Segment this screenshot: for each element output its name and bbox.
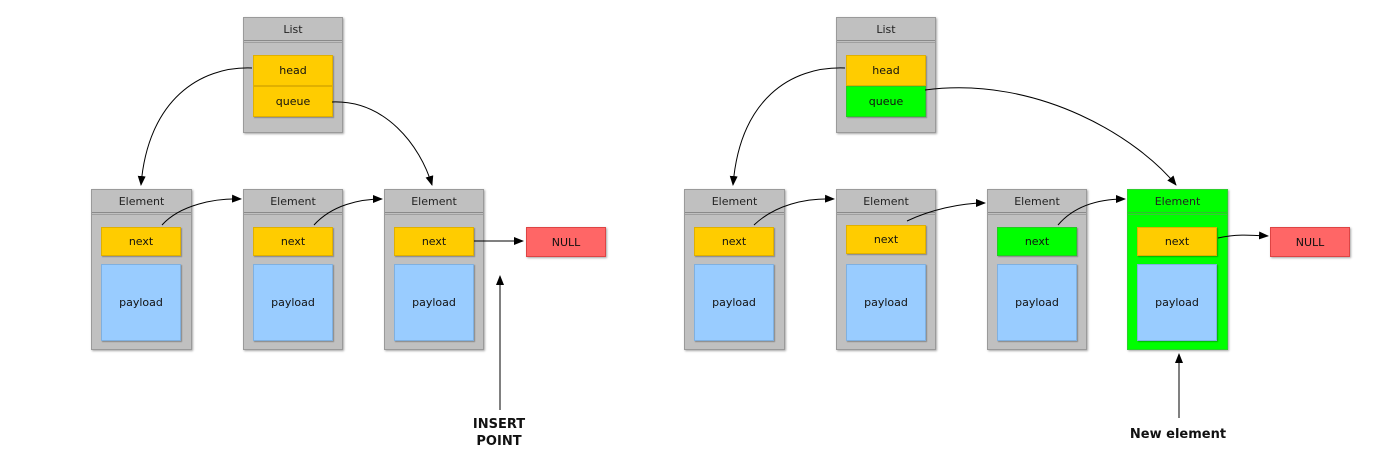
payload-field: payload	[1137, 264, 1217, 341]
next-field: next	[846, 225, 926, 254]
list-title: List	[837, 18, 935, 41]
next-field: next	[394, 227, 474, 256]
payload-field: payload	[253, 264, 333, 341]
payload-field: payload	[394, 264, 474, 341]
element-title: Element	[837, 190, 935, 213]
payload-field: payload	[846, 264, 926, 341]
element-title: Element	[92, 190, 191, 213]
null-terminator: NULL	[526, 227, 606, 257]
next-pointer-arrow	[313, 195, 383, 226]
element-title: Element	[685, 190, 784, 213]
next-pointer-arrow	[1217, 231, 1269, 240]
next-field: next	[694, 227, 774, 256]
null-terminator: NULL	[1270, 227, 1350, 257]
list-title: List	[244, 18, 342, 41]
divider	[385, 214, 483, 215]
divider	[837, 214, 935, 215]
list-node: List head queue	[243, 17, 343, 133]
element-node-1: Element next payload	[91, 189, 192, 350]
divider	[244, 214, 342, 215]
queue-pointer-arrow	[331, 101, 434, 186]
divider	[988, 214, 1086, 215]
insert-point-caption: INSERT POINT	[472, 417, 526, 449]
element-title: Element	[988, 190, 1086, 213]
next-pointer-arrow	[1057, 195, 1126, 226]
next-field: next	[101, 227, 181, 256]
element-node-new: Element next payload	[1127, 189, 1228, 350]
head-pointer-arrow	[137, 67, 253, 186]
element-title: Element	[385, 190, 483, 213]
element-title: Element	[244, 190, 342, 213]
head-field: head	[846, 55, 926, 86]
element-node-3: Element next payload	[987, 189, 1087, 350]
divider	[92, 214, 191, 215]
next-pointer-arrow	[161, 194, 242, 226]
divider	[244, 42, 342, 43]
payload-field: payload	[101, 264, 181, 341]
head-field: head	[253, 55, 333, 86]
next-pointer-arrow	[906, 199, 986, 222]
divider	[837, 42, 935, 43]
element-node-2: Element next payload	[243, 189, 343, 350]
queue-field: queue	[253, 86, 333, 117]
element-node-1: Element next payload	[684, 189, 785, 350]
queue-pointer-arrow	[924, 87, 1177, 186]
next-field: next	[253, 227, 333, 256]
payload-field: payload	[997, 264, 1077, 341]
divider	[685, 214, 784, 215]
element-title: Element	[1128, 190, 1227, 213]
queue-field: queue	[846, 86, 926, 117]
next-field: next	[1137, 227, 1217, 256]
new-element-caption: New element	[1129, 427, 1227, 442]
list-node: List head queue	[836, 17, 936, 133]
next-field: next	[997, 227, 1077, 256]
divider	[1128, 214, 1227, 215]
head-pointer-arrow	[729, 67, 846, 186]
element-node-3: Element next payload	[384, 189, 484, 350]
next-pointer-arrow	[753, 194, 835, 226]
payload-field: payload	[694, 264, 774, 341]
